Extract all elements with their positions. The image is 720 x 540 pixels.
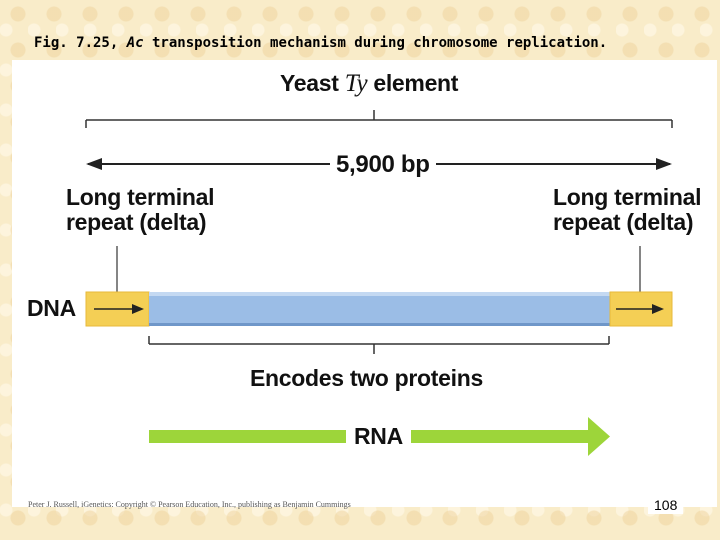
figure-caption: Fig. 7.25, Ac transposition mechanism du… — [34, 35, 607, 51]
figure-panel: Yeast Ty element 5,900 bp Long terminal … — [12, 60, 717, 509]
encodes-label: Encodes two proteins — [250, 365, 483, 391]
length-label: 5,900 bp — [330, 151, 436, 179]
title-before: Yeast — [280, 70, 345, 96]
ltr-right-line1: Long terminal — [553, 184, 702, 210]
coding-region-top-highlight — [149, 292, 610, 296]
coding-bracket — [148, 336, 610, 354]
element-bracket — [85, 110, 673, 128]
page-number: 108 — [648, 496, 684, 514]
ltr-right-label: Long terminal repeat (delta) — [553, 184, 702, 236]
ltr-right-edge — [609, 291, 673, 327]
ltr-left-label: Long terminal repeat (delta) — [66, 184, 215, 236]
ltr-right-arrowhead — [652, 304, 664, 314]
dna-label: DNA — [27, 295, 76, 321]
ltr-right-line2: repeat (delta) — [553, 209, 694, 236]
caption-prefix: Fig. 7.25, — [34, 35, 127, 51]
dna-bar — [85, 291, 673, 327]
ltr-left-arrowhead — [132, 304, 144, 314]
copyright-credit: Peter J. Russell, iGenetics: Copyright ©… — [28, 500, 351, 509]
coding-region — [149, 292, 610, 326]
diagram-title: Yeast Ty element — [280, 70, 458, 98]
caption-suffix: transposition mechanism during chromosom… — [143, 35, 608, 51]
ltr-left-line2: repeat (delta) — [66, 209, 207, 236]
coding-region-bottom-shadow — [149, 323, 610, 326]
caption-italic: Ac — [126, 35, 144, 51]
rna-label: RNA — [346, 423, 411, 450]
ltr-left-line1: Long terminal — [66, 184, 215, 210]
title-after: element — [367, 70, 459, 96]
title-italic: Ty — [344, 70, 368, 97]
